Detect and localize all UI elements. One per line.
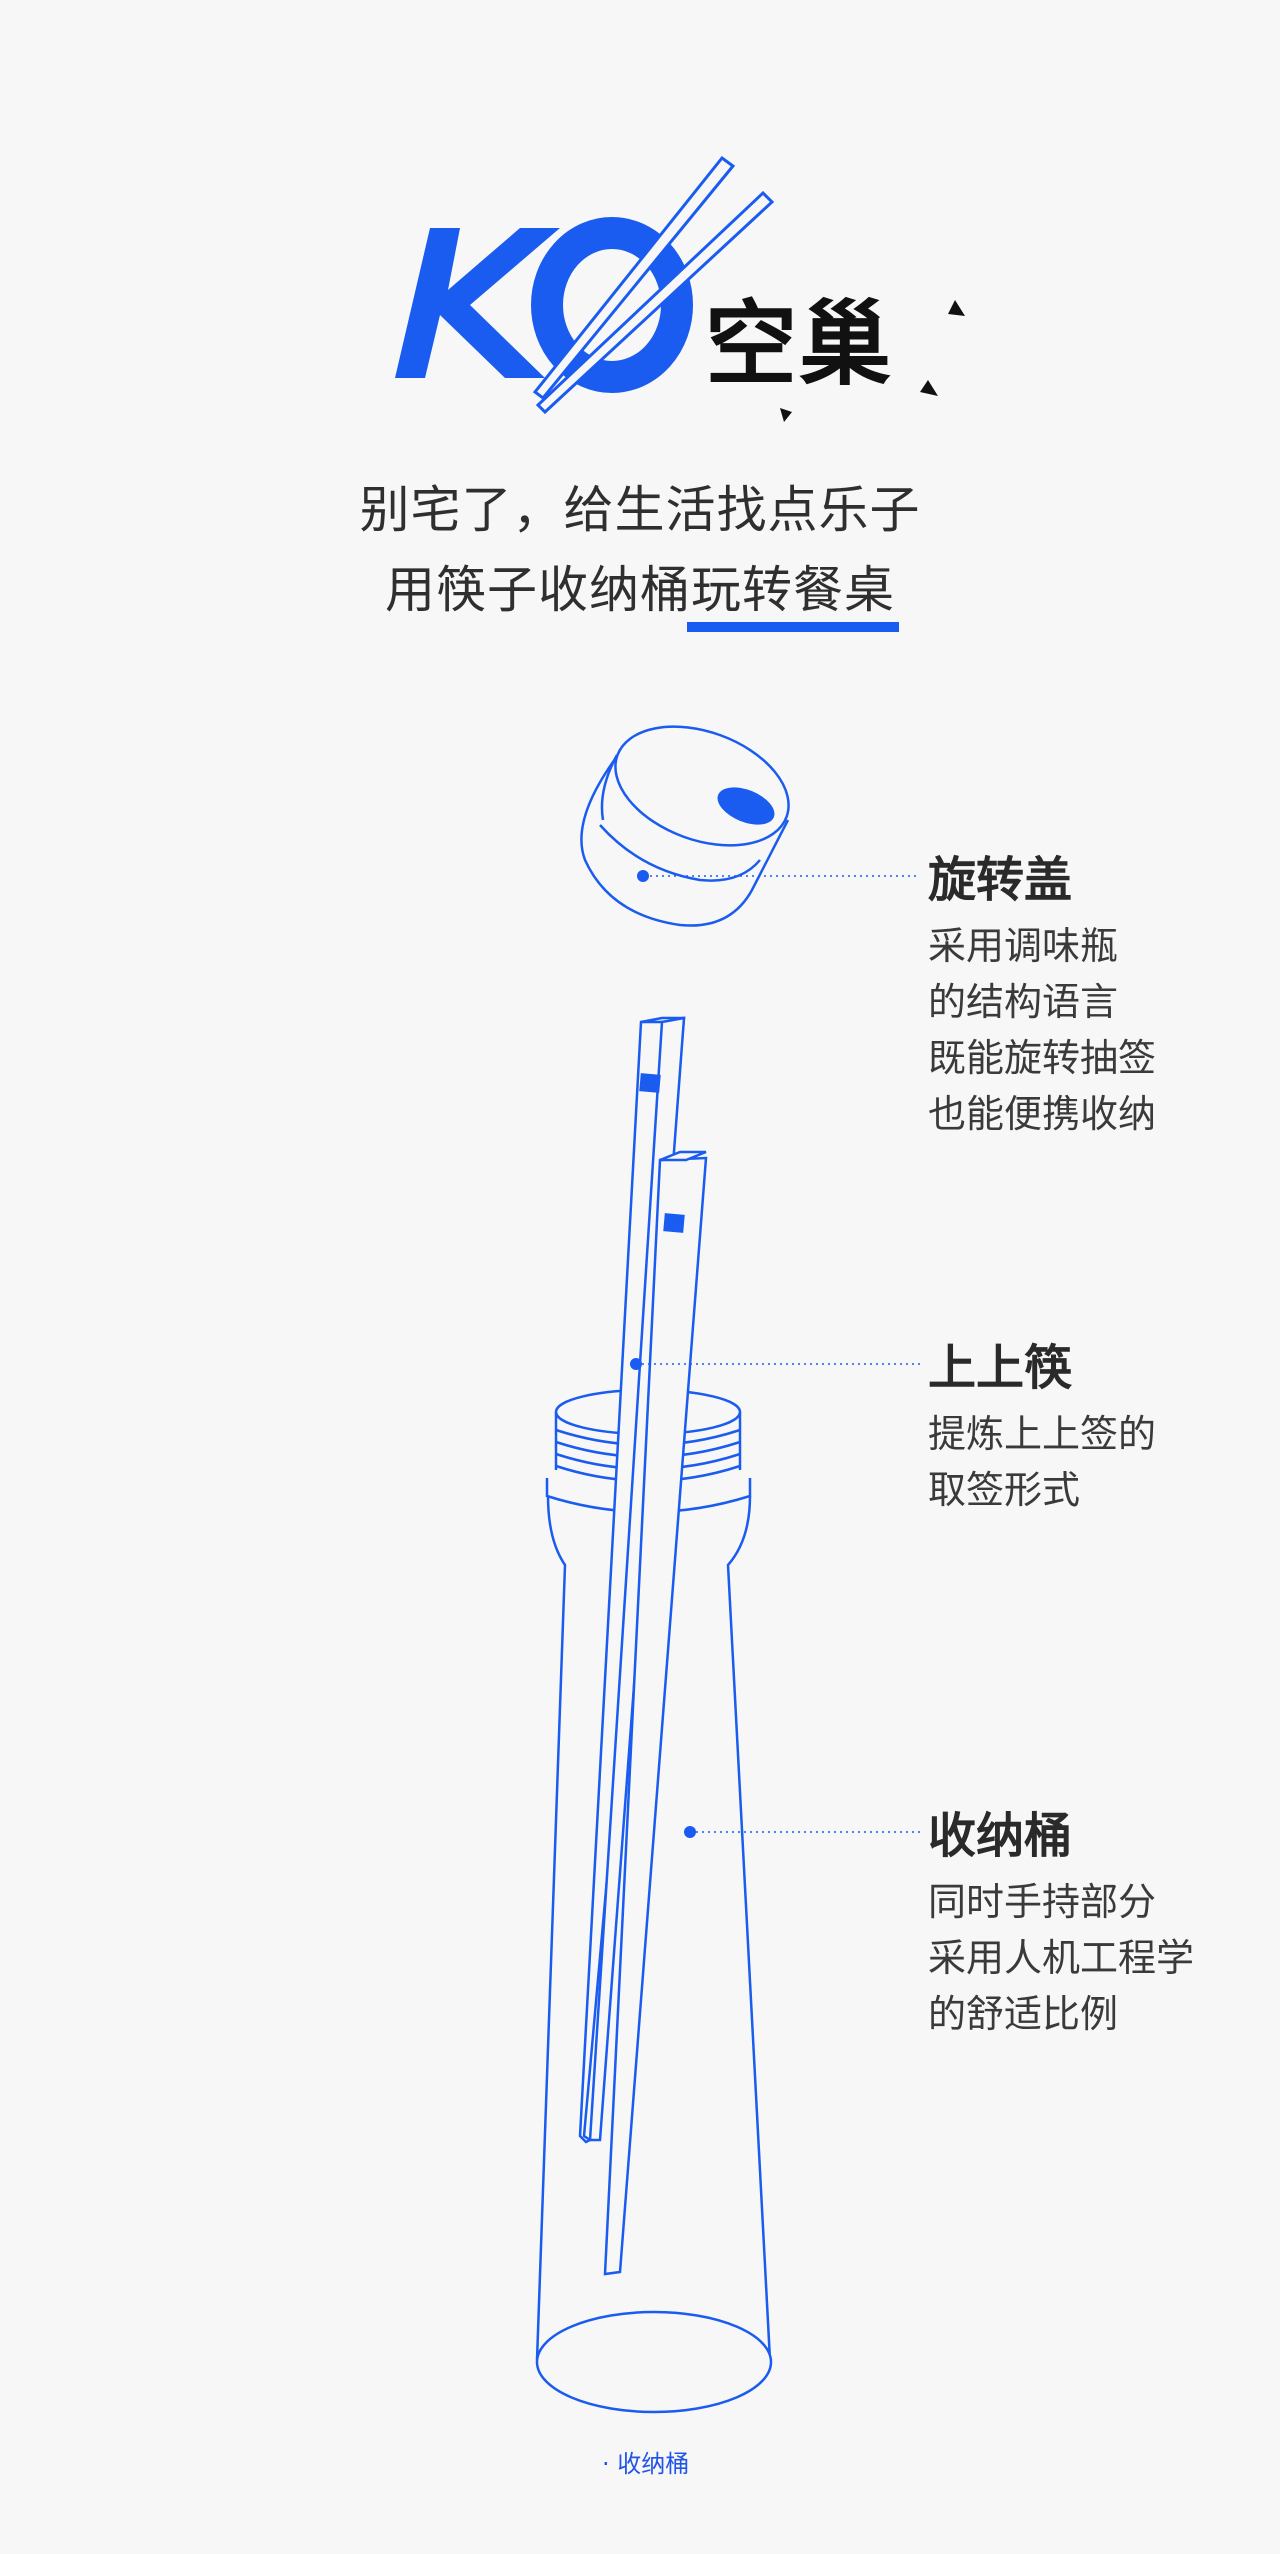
brand-logo: [395, 155, 965, 422]
callout-desc-lid: 采用调味瓶 的结构语言 既能旋转抽签 也能便携收纳: [928, 924, 1157, 1136]
tagline-highlight: 玩转餐桌: [687, 550, 899, 632]
decor-triangle: [948, 300, 965, 316]
tagline-line1: 别宅了，给生活找点乐子: [359, 481, 921, 539]
chopsticks-illustration: [578, 1016, 708, 2276]
tagline-line2: 用筷子收纳桶玩转餐桌: [0, 550, 1280, 632]
decor-triangle: [780, 408, 792, 422]
logo-letter-o: [531, 217, 693, 393]
callout-title-chopsticks: 上上筷: [928, 1340, 1073, 1396]
decor-triangle: [920, 380, 938, 396]
callout-desc-container: 同时手持部分 采用人机工程学 的舒适比例: [928, 1880, 1195, 2036]
callout-title-lid: 旋转盖: [928, 852, 1073, 908]
logo-letter-k: [395, 228, 560, 378]
bottom-caption: · 收纳桶: [602, 2450, 690, 2478]
logo-cn-text: 空巢: [705, 291, 894, 398]
callout-title-container: 收纳桶: [928, 1808, 1073, 1864]
chopsticks-icon: [532, 155, 775, 415]
tagline-line2-plain: 用筷子收纳桶: [385, 561, 691, 619]
callout-desc-chopsticks: 提炼上上签的 取签形式: [928, 1412, 1157, 1512]
rotating-lid-illustration: [580, 725, 790, 927]
